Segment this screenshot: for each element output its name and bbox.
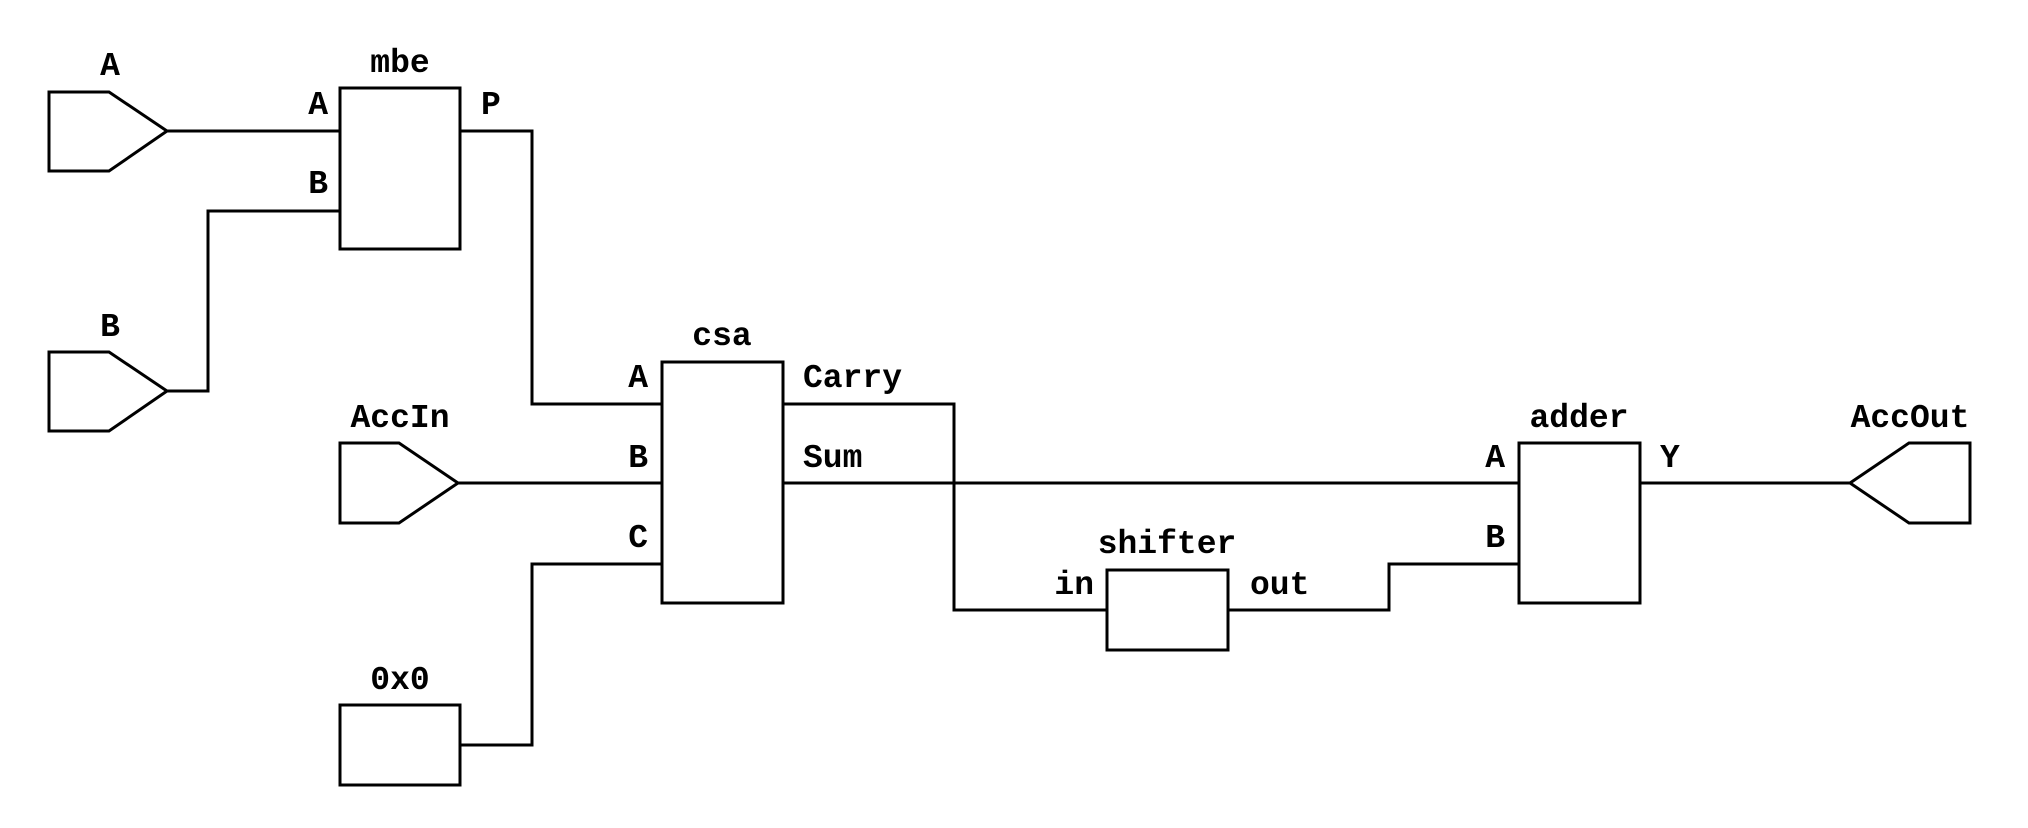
mbe-block-title: mbe <box>370 45 429 82</box>
csa-block: csa A B C Carry Sum <box>628 318 902 605</box>
mbe-pin-p-label: P <box>481 87 501 124</box>
input-port-b-label: B <box>100 309 120 346</box>
adder-block: adder A B Y <box>1485 400 1680 605</box>
input-port-accin: AccIn <box>338 400 461 525</box>
wire-const-to-csa-c <box>458 562 664 747</box>
constant-zero-label: 0x0 <box>370 662 429 699</box>
mbe-block: mbe A B P <box>308 45 501 251</box>
input-port-b: B <box>47 309 170 433</box>
adder-pin-b-label: B <box>1485 520 1505 557</box>
adder-pin-y-label: Y <box>1660 440 1680 477</box>
input-port-a: A <box>47 48 170 173</box>
csa-pin-carry-label: Carry <box>803 360 902 397</box>
wire-b-to-mbe <box>165 209 342 393</box>
shifter-pin-in-label: in <box>1054 567 1094 604</box>
output-port-accout-label: AccOut <box>1851 400 1970 437</box>
wire-shifter-to-adder-b <box>1226 562 1521 612</box>
adder-block-title: adder <box>1529 400 1628 437</box>
csa-block-title: csa <box>692 318 751 355</box>
output-port-accout: AccOut <box>1847 400 1972 525</box>
wire-csa-carry-to-shifter <box>781 402 1109 612</box>
shifter-pin-out-label: out <box>1250 567 1309 604</box>
csa-pin-a-label: A <box>628 360 648 397</box>
input-port-accin-label: AccIn <box>350 400 449 437</box>
mbe-pin-a-label: A <box>308 87 328 124</box>
shifter-block-title: shifter <box>1098 526 1237 563</box>
constant-zero: 0x0 <box>338 662 462 787</box>
adder-pin-a-label: A <box>1485 440 1505 477</box>
csa-pin-b-label: B <box>628 440 648 477</box>
csa-pin-sum-label: Sum <box>803 440 862 477</box>
input-port-a-label: A <box>100 48 120 85</box>
csa-pin-c-label: C <box>628 520 648 557</box>
shifter-block: shifter in out <box>1054 526 1309 652</box>
wire-mbe-p-to-csa-a <box>458 129 664 406</box>
mbe-pin-b-label: B <box>308 166 328 203</box>
